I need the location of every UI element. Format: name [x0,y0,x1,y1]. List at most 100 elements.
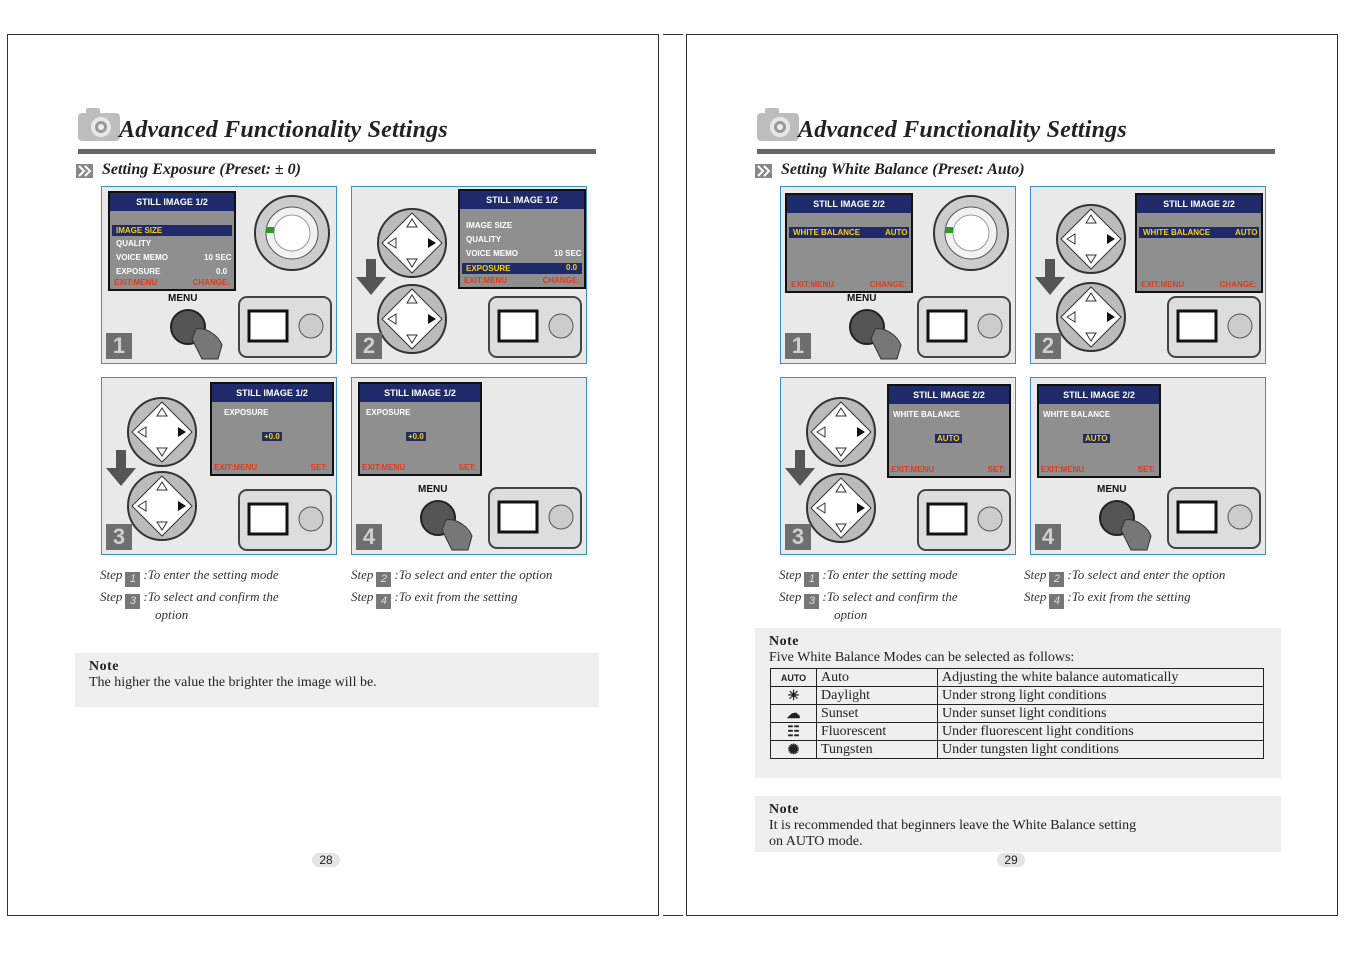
step-badge: 3 [804,594,820,609]
menu-button-press-icon [1099,500,1152,551]
lcd-header: STILL IMAGE 1/2 [110,193,234,211]
lcd-screen: STILL IMAGE 2/2 WHITE BALANCE AUTO EXIT:… [1135,193,1263,293]
camera-back-icon [238,489,332,551]
step-word: Step [1024,567,1047,582]
step-number-badge: 4 [1035,524,1061,550]
step-number-badge: 2 [1035,333,1061,359]
step-word: Step [351,589,374,604]
lcd-footer-right: CHANGE: [1219,280,1257,289]
camera-back-icon [1167,296,1261,358]
dpad-icon [127,397,197,467]
step-panel-2: STILL IMAGE 2/2 WHITE BALANCE AUTO EXIT:… [1030,186,1266,364]
lcd-footer-right: SET: [458,463,476,472]
lcd-menu-value: 0.0 [216,267,228,276]
note-title: Note [769,634,799,649]
lcd-screen: STILL IMAGE 2/2 WHITE BALANCE AUTO EXIT:… [1037,384,1161,478]
step-word: Step [100,589,123,604]
lcd-footer-right: SET: [987,465,1005,474]
crop-mark [663,915,683,916]
step-badge: 2 [1049,572,1065,587]
lcd-footer-left: EXIT:MENU [791,280,835,289]
step-number-badge: 3 [785,524,811,550]
manual-page-right: Advanced Functionality Settings Setting … [686,34,1338,916]
page-number: 28 [312,853,340,867]
step-word: Step [351,567,374,582]
lcd-footer-left: EXIT:MENU [114,278,158,287]
tungsten-icon: ✺ [770,740,817,759]
lcd-header: STILL IMAGE 1/2 [360,384,480,402]
lcd-menu-value: AUTO [1235,228,1258,237]
wb-description: Under strong light conditions [937,686,1264,705]
camera-icon [757,108,799,141]
note-intro: Five White Balance Modes can be selected… [769,650,1075,665]
page-title: Advanced Functionality Settings [798,117,1127,143]
auto-icon: AUTO [770,668,817,687]
lcd-header: STILL IMAGE 2/2 [1137,195,1261,213]
menu-button-label: MENU [847,293,877,304]
step-panel-3: STILL IMAGE 1/2 EXPOSURE +0.0 EXIT:MENU … [101,377,337,555]
dpad-icon [1056,204,1126,274]
lcd-menu-row: IMAGE SIZE [112,225,232,236]
note-text-continued: on AUTO mode. [769,834,863,849]
lcd-footer-right: CHANGE: [192,278,230,287]
lcd-item: WHITE BALANCE [1043,410,1111,419]
lcd-header: STILL IMAGE 1/2 [212,384,332,402]
double-chevron-icon [755,164,772,178]
page-number: 29 [997,853,1025,867]
lcd-item: WHITE BALANCE [893,410,961,419]
manual-page-left: Advanced Functionality Settings Setting … [7,34,659,916]
section-title: Setting White Balance (Preset: Auto) [781,161,1025,178]
note-box: Note The higher the value the brighter t… [75,653,599,707]
note-box: Note It is recommended that beginners le… [755,796,1281,852]
step-panel-4: STILL IMAGE 2/2 WHITE BALANCE AUTO EXIT:… [1030,377,1266,555]
lcd-footer-left: EXIT:MENU [464,276,508,285]
lcd-screen: STILL IMAGE 1/2 EXPOSURE +0.0 EXIT:MENU … [210,382,334,476]
step-number-badge: 1 [785,333,811,359]
dpad-icon [806,397,876,467]
camera-back-icon [1167,487,1261,549]
lcd-footer-left: EXIT:MENU [1141,280,1185,289]
wb-description: Adjusting the white balance automaticall… [937,668,1264,687]
step-number-badge: 2 [356,333,382,359]
menu-button-press-icon [420,500,473,551]
camera-back-icon [488,487,582,549]
lcd-screen: STILL IMAGE 2/2 WHITE BALANCE AUTO EXIT:… [785,193,913,293]
lcd-menu-row: QUALITY [466,235,502,244]
wb-mode: Sunset [816,704,938,723]
lcd-header: STILL IMAGE 2/2 [1039,386,1159,404]
step-badge: 4 [376,594,392,609]
camera-back-icon [488,296,582,358]
camera-back-icon [917,296,1011,358]
crop-mark [663,34,683,35]
lcd-footer-right: CHANGE: [542,276,580,285]
lcd-screen: STILL IMAGE 1/2 IMAGE SIZE QUALITY VOICE… [458,189,586,289]
step-text-continued: option [155,607,189,622]
down-arrow-icon [356,259,386,295]
lcd-menu-row: IMAGE SIZE [466,221,513,230]
lcd-menu-row: WHITE BALANCE [1139,227,1259,238]
wb-mode: Fluorescent [816,722,938,741]
step-text: :To enter the setting mode [143,567,279,582]
step-text: :To select and confirm the [822,589,958,604]
lcd-screen: STILL IMAGE 1/2 IMAGE SIZE QUALITY VOICE… [108,191,236,291]
lcd-footer-right: SET: [310,463,328,472]
lcd-footer-right: CHANGE: [869,280,907,289]
table-row: ☁ Sunset Under sunset light conditions [770,704,1264,723]
camera-icon [78,108,120,141]
title-rule [757,149,1275,154]
fluorescent-icon: ☷ [770,722,817,741]
step-panel-1: STILL IMAGE 1/2 IMAGE SIZE QUALITY VOICE… [101,186,337,364]
lcd-footer-left: EXIT:MENU [1041,465,1085,474]
lcd-menu-value: 0.0 [566,263,578,272]
lcd-footer-left: EXIT:MENU [891,465,935,474]
table-row: ☷ Fluorescent Under fluorescent light co… [770,722,1264,741]
camera-back-icon [238,296,332,358]
page-header: Advanced Functionality Settings [76,105,596,155]
lcd-footer-right: SET: [1137,465,1155,474]
lcd-menu-value: AUTO [885,228,908,237]
lcd-screen: STILL IMAGE 1/2 EXPOSURE +0.0 EXIT:MENU … [358,382,482,476]
